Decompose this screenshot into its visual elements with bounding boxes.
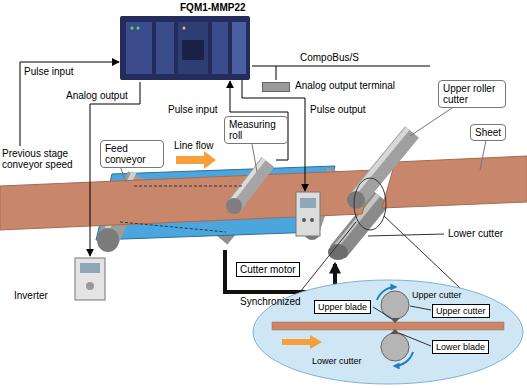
compobus-line: [276, 66, 430, 67]
plc-unit: [120, 16, 250, 80]
signal-wire: [90, 82, 140, 256]
callout-box: Upper roller cutter: [438, 80, 506, 108]
bus-label: CompoBus/S: [300, 52, 359, 63]
node-text: Analog output terminal: [295, 80, 395, 91]
callout-box: Measuring roll: [224, 116, 288, 144]
plc-module: [156, 22, 174, 74]
roll-end: [226, 198, 242, 214]
source-label: Previous stage conveyor speed: [2, 148, 82, 170]
plc-led: [137, 27, 140, 30]
node-text: FQM1-MMP22: [180, 2, 246, 13]
signal-label: Pulse input: [168, 104, 217, 115]
rotation-arrow: [377, 287, 396, 300]
inverter-knob: [86, 282, 94, 290]
roll-end: [328, 244, 348, 260]
roll-end: [347, 191, 365, 209]
part-box: Lower blade: [432, 340, 489, 354]
cut-sheet: [382, 156, 527, 208]
inverter-display: [80, 263, 100, 273]
driver-display: [300, 198, 316, 208]
part-label: Lower cutter: [312, 356, 362, 366]
part-label: Lower cutter: [448, 228, 503, 239]
flow-label: Line flow: [174, 140, 213, 151]
synchronized-line: [225, 250, 335, 292]
callout-box: Sheet: [470, 124, 506, 141]
plc-module: [232, 22, 246, 74]
callout-tail: [480, 140, 486, 170]
measuring-roll: [234, 162, 268, 206]
part-label: Upper cutter: [412, 290, 462, 300]
detail-circle: [354, 178, 386, 230]
part-box: Cutter motor: [236, 262, 300, 277]
plc-led: [183, 27, 186, 30]
rotation-arrow: [394, 352, 413, 366]
upper-blade: [390, 318, 400, 323]
detail-leader: [384, 216, 460, 288]
node-text: Upper cutter: [436, 306, 486, 316]
roll-highlight: [230, 159, 264, 203]
node-text: Measuring roll: [229, 119, 283, 141]
signal-label: Pulse input: [24, 66, 73, 77]
driver-knob: [302, 218, 306, 222]
line-flow-arrow: [176, 151, 216, 169]
lower-cutter-wheel: [381, 333, 409, 361]
part-box: Upper blade: [314, 300, 371, 314]
signal-label: Analog output: [66, 90, 128, 101]
callout-tail: [410, 108, 452, 136]
node-text: Upper roller cutter: [443, 83, 501, 105]
callout-box: Feed conveyor: [100, 140, 164, 168]
callout-tail: [120, 166, 126, 182]
sync-label: Synchronized: [240, 296, 301, 307]
servo-driver: [296, 192, 320, 236]
plc-led: [131, 27, 134, 30]
plc-module: [178, 22, 208, 74]
roll-highlight: [352, 128, 408, 196]
node-text: Cutter motor: [240, 264, 296, 275]
drive-belt-dashed: [120, 222, 226, 232]
terminal-symbol: [262, 82, 290, 92]
inset-sheet: [272, 322, 504, 330]
leader-line: [373, 307, 391, 318]
node-text: Feed conveyor: [105, 143, 159, 165]
lower-blade: [390, 329, 400, 334]
node-text: Lower blade: [436, 342, 485, 352]
leader-line: [410, 306, 431, 310]
detail-inset: [253, 280, 523, 384]
node-text: Upper blade: [318, 302, 367, 312]
upper-roller-cutter: [356, 132, 412, 200]
drive-belt-dashed: [134, 186, 244, 187]
driver-knob: [310, 218, 314, 222]
roller-end: [97, 228, 119, 252]
feed-direction-arrow: [282, 335, 322, 349]
inverter-unit: [75, 258, 105, 300]
part-box: Upper cutter: [432, 304, 490, 318]
leader-line: [399, 333, 431, 346]
signal-label: Pulse output: [310, 104, 366, 115]
signal-wire: [252, 66, 276, 80]
inverter-unit: Inverter: [14, 256, 108, 302]
plc-connector: [182, 40, 204, 60]
callout-tail: [252, 144, 257, 172]
leader-line: [368, 234, 444, 236]
terminal-box: Analog output terminal: [262, 80, 395, 92]
node-text: Inverter: [14, 290, 48, 301]
controller-unit: FQM1-MMP22: [118, 0, 252, 82]
plc-module: [126, 22, 152, 74]
node-text: Sheet: [475, 127, 501, 138]
plc-module: [212, 22, 228, 74]
